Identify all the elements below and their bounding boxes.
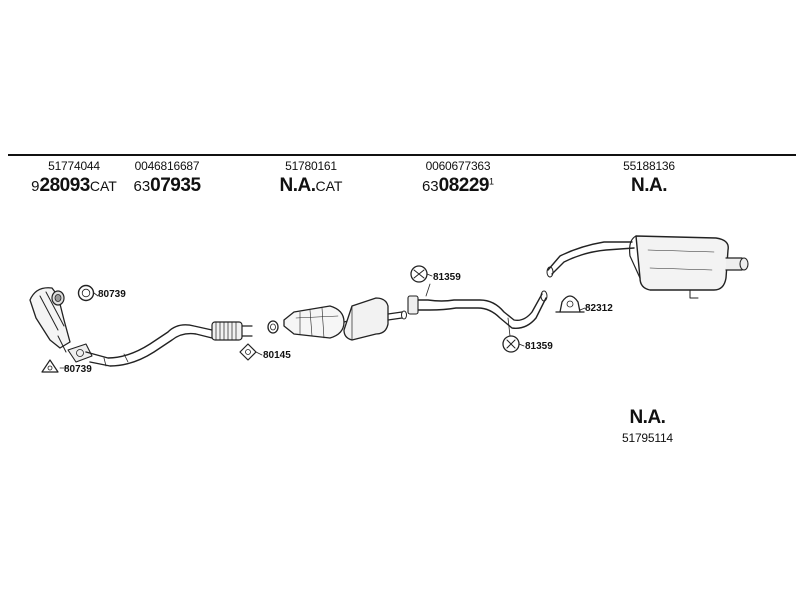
- part-number: 0060677363: [425, 159, 491, 173]
- rear-silencer-icon[interactable]: [546, 235, 749, 299]
- front-exhaust-pipe-icon[interactable]: [85, 324, 213, 367]
- part-number: 51780161: [285, 159, 337, 173]
- center-silencer-icon[interactable]: [343, 297, 407, 341]
- clamp-icon[interactable]: [410, 265, 428, 283]
- part-column-1[interactable]: 51774044 928093CAT: [18, 160, 130, 195]
- leader-lines: [59, 273, 586, 369]
- part-code: N.A.CAT: [279, 175, 343, 196]
- part-label: 81359: [433, 272, 461, 283]
- part-number: 51795114: [622, 431, 673, 445]
- part-label: 80739: [98, 289, 126, 300]
- flange-icon[interactable]: [67, 343, 93, 363]
- part-number: 51774044: [48, 159, 100, 173]
- part-number: 0046816687: [134, 159, 200, 173]
- part-label: 82312: [585, 303, 613, 314]
- part-label: 80145: [263, 350, 291, 361]
- part-column-3[interactable]: 51780161 N.A.CAT: [266, 160, 356, 195]
- header-rule: [8, 154, 796, 156]
- triangle-gasket-icon[interactable]: [41, 359, 59, 373]
- intermediate-pipe-icon[interactable]: [407, 290, 548, 329]
- flex-joint-icon[interactable]: [211, 321, 253, 341]
- part-label: 81359: [525, 341, 553, 352]
- catalytic-converter-icon[interactable]: [283, 305, 345, 339]
- part-code: 63082291: [421, 175, 495, 196]
- part-column-2[interactable]: 0046816687 6307935: [122, 160, 212, 195]
- clamp-icon[interactable]: [502, 335, 520, 353]
- front-pipe-icon[interactable]: [29, 287, 71, 353]
- part-column-6[interactable]: N.A. 51795114: [622, 407, 673, 445]
- part-code: N.A.: [631, 175, 668, 196]
- diamond-gasket-icon[interactable]: [239, 343, 257, 361]
- gasket-icon[interactable]: [77, 284, 95, 302]
- ring-gasket-icon[interactable]: [267, 320, 279, 334]
- part-code: 6307935: [133, 175, 201, 196]
- part-code: N.A.: [629, 407, 666, 428]
- part-column-4[interactable]: 0060677363 63082291: [408, 160, 508, 195]
- part-number: 55188136: [623, 159, 675, 173]
- part-column-5[interactable]: 55188136 N.A.: [614, 160, 684, 195]
- part-label: 80739: [64, 364, 92, 375]
- part-code: 928093CAT: [31, 175, 117, 196]
- u-clamp-icon[interactable]: [555, 295, 585, 313]
